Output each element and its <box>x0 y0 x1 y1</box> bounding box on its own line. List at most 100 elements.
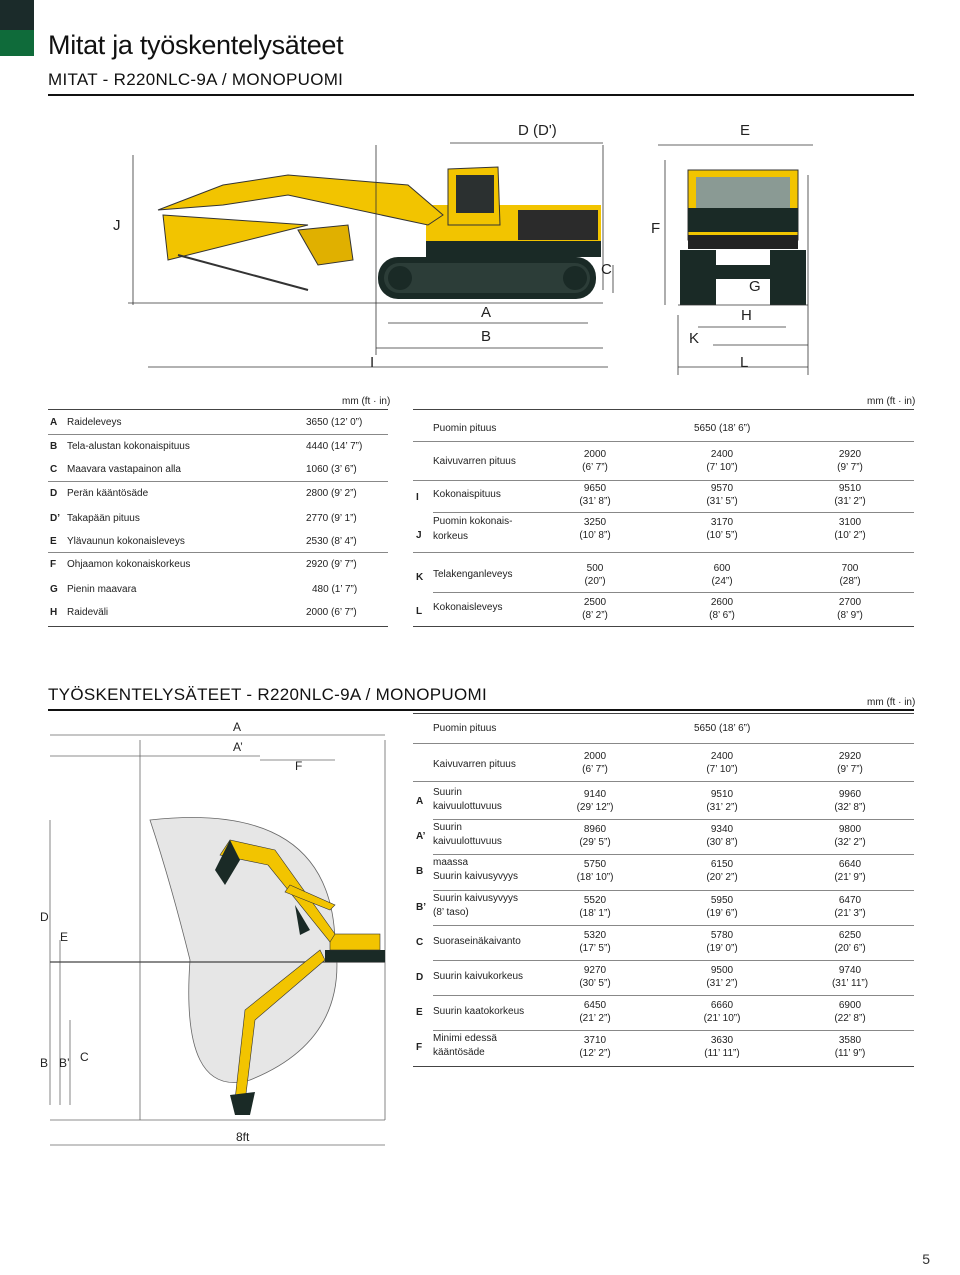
value-imperial: (11’ 9”) <box>834 1048 866 1060</box>
value-cell: 6450(21’ 2”) <box>565 999 625 1025</box>
page-title: Mitat ja työskentelysäteet <box>48 30 344 60</box>
diagram2-label-E: E <box>60 930 69 944</box>
excavator-dimension-diagram <box>128 142 813 375</box>
arm-length-label: Kaivuvarren pituus <box>433 456 516 467</box>
value-primary: 6660 <box>710 1000 734 1012</box>
corner-block-dark <box>0 0 34 30</box>
units-left: mm (ft · in) <box>342 396 391 407</box>
value-primary: 9740 <box>838 965 862 976</box>
diagram-label-D: D (D') <box>518 122 557 139</box>
value-imperial: (31’ 11”) <box>831 978 869 989</box>
diagram-label-L: L <box>740 354 749 371</box>
row-letter: A’ <box>416 831 426 843</box>
dimensions-table-body: A Raideleveys 3650 (12’ 0”) <box>48 412 388 436</box>
value-primary: 5780 <box>710 929 734 941</box>
row-letter: B’ <box>416 901 426 913</box>
row-letter: B <box>416 866 424 878</box>
diagram2-label-A-prime: A’ <box>233 740 243 754</box>
row-value: 4440 (14’ 7”) <box>306 441 363 452</box>
row-letter: G <box>50 584 58 595</box>
row-label: Telakenganleveys <box>433 569 513 580</box>
diagram-label-K: K <box>689 330 700 347</box>
row-letter: D’ <box>50 513 60 524</box>
value-cell: 3100(10’ 2”) <box>834 517 866 541</box>
row-divider <box>433 854 914 856</box>
value-primary: 6150 <box>710 859 734 871</box>
row-value: 2000 (6’ 7”) <box>306 607 357 618</box>
value-imperial: (11’ 11”) <box>704 1048 740 1060</box>
page-number: 5 <box>922 1251 930 1267</box>
value-cell: 6470(21’ 3”) <box>820 894 880 920</box>
value-primary: 6250 <box>838 929 862 941</box>
value-imperial: (31’ 2”) <box>706 802 738 813</box>
section-title-working-ranges: TYÖSKENTELYSÄTEET - R220NLC-9A / MONOPUO… <box>48 685 487 704</box>
value-imperial: (19’ 0”) <box>706 942 738 954</box>
table-row: A Raideleveys 3650 (12’ 0”) <box>50 417 363 428</box>
working-range-diagram <box>49 734 386 1146</box>
diagram-label-B: B <box>481 328 492 345</box>
value-cell: 6640(21’ 9”) <box>820 858 880 884</box>
value-primary: 8960 <box>583 824 607 836</box>
diagram-label-I: I <box>370 354 375 371</box>
value-cell: 9340(30’ 8”) <box>692 823 752 849</box>
value-imperial: (32’ 8”) <box>834 802 866 813</box>
value-primary: 6450 <box>583 1000 607 1012</box>
boom-length-label: Puomin pituus <box>433 423 497 434</box>
row-label: Maavara vastapainon alla <box>67 464 181 475</box>
row-letter: C <box>416 936 424 948</box>
arm-length-1: 2000(6’ 7”) <box>582 449 608 473</box>
value-cell: 3580(11’ 9”) <box>820 1034 880 1060</box>
value-cell: 2500(8’ 2”) <box>582 597 608 621</box>
row-letter: D <box>50 488 58 499</box>
diagram-label-C: C <box>601 261 612 278</box>
value-primary: 9800 <box>838 824 862 836</box>
value-cell: 6250(20’ 6”) <box>820 929 880 955</box>
row-label: maassa <box>433 857 469 869</box>
value-imperial: (21’ 9”) <box>834 872 866 884</box>
row-label-2: kääntösäde <box>433 1047 485 1059</box>
row-label: Minimi edessä <box>433 1033 497 1045</box>
row-divider <box>433 889 914 891</box>
row-label: Suurin kaivusyvyys <box>433 892 519 904</box>
diagram2-label-F: F <box>295 759 303 773</box>
value-imperial: (19’ 6”) <box>706 907 738 919</box>
arm-length-label-2: Kaivuvarren pituus <box>433 759 516 770</box>
value-cell: 2700(8’ 9”) <box>837 597 863 621</box>
value-imperial: (17’ 5”) <box>579 942 611 954</box>
value-cell: 3170(10’ 5”) <box>706 517 738 541</box>
value-imperial: (18’ 10”) <box>576 872 614 884</box>
row-label: Suurin kaatokorkeus <box>433 1006 525 1018</box>
value-cell: 9500(31’ 2”) <box>692 964 752 990</box>
value-imperial: (32’ 2”) <box>834 837 866 849</box>
row-letter: K <box>416 572 424 583</box>
row-letter: I <box>416 492 419 503</box>
row-divider <box>433 995 914 997</box>
row-letter: H <box>50 607 58 618</box>
diagram-label-A: A <box>481 304 492 321</box>
row-label: Suurin kaivukorkeus <box>433 971 524 982</box>
row-letter: E <box>50 536 57 547</box>
units-section2: mm (ft · in) <box>867 697 916 708</box>
value-primary: 6470 <box>838 894 862 906</box>
row-letter: E <box>416 1007 423 1019</box>
value-cell: 9800(32’ 2”) <box>820 823 880 849</box>
row-divider <box>433 924 914 926</box>
boom-length-value-2: 5650 (18’ 6”) <box>694 723 751 734</box>
diagram-label-H: H <box>741 307 752 324</box>
value-imperial: (29’ 12”) <box>576 802 614 813</box>
value-cell: 9570(31’ 5”) <box>706 483 738 507</box>
row-label: Pienin maavara <box>67 584 137 595</box>
value-cell: 6150(20’ 2”) <box>692 858 752 884</box>
value-cell: 9740 (31’ 11”) <box>820 964 880 990</box>
row-letter: L <box>416 606 423 617</box>
row-letter: B <box>50 441 58 452</box>
row-letter: D <box>416 972 424 983</box>
diagram-label-J: J <box>113 217 121 234</box>
row-letter: C <box>50 464 58 475</box>
value-cell: 3250(10’ 8”) <box>579 517 611 541</box>
row-letter: F <box>416 1042 423 1054</box>
value-cell: 5780(19’ 0”) <box>692 929 752 955</box>
value-cell: 6660(21’ 10”) <box>692 999 752 1025</box>
value-primary: 6900 <box>838 1000 862 1012</box>
value-primary: 9140 <box>583 789 607 800</box>
